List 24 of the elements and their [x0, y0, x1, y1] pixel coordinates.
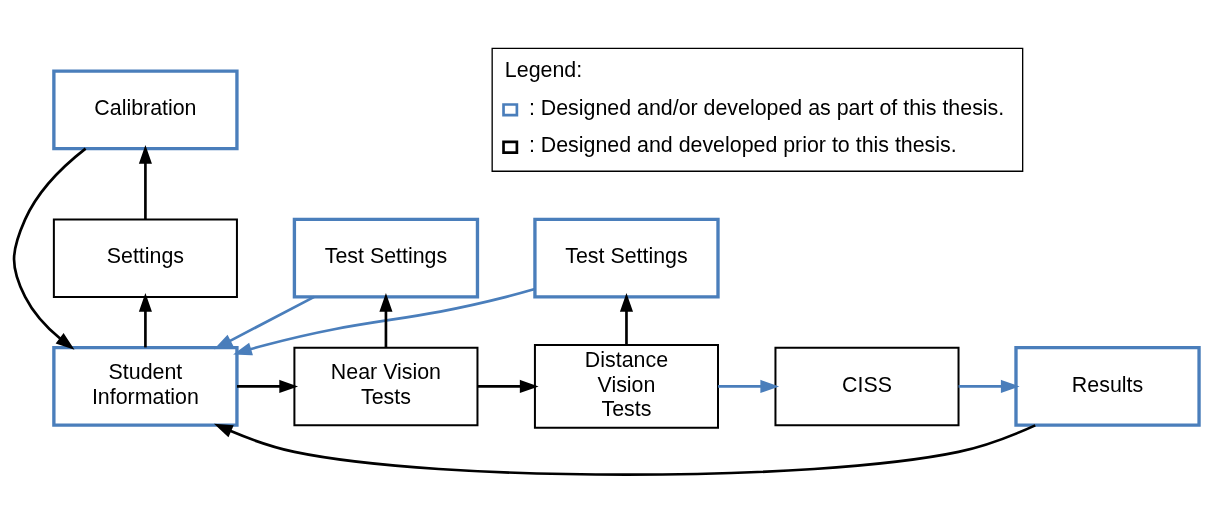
arrow	[958, 379, 1020, 393]
node-box: Settings	[52, 217, 238, 298]
arrow	[138, 144, 152, 219]
node-box: Student Information	[52, 345, 239, 427]
legend-label: : Designed and developed prior to this thesis.	[528, 132, 957, 157]
node-box: Distance Vision Tests	[533, 343, 719, 429]
node-box: Results	[1014, 345, 1201, 427]
arrow	[237, 379, 299, 393]
node-box: Near Vision Tests	[293, 346, 479, 426]
arrow	[138, 292, 152, 347]
arrow	[214, 295, 315, 349]
arrow	[718, 379, 780, 393]
arrow	[619, 292, 634, 345]
node-box: CISS	[774, 346, 960, 426]
arrow	[213, 423, 1036, 476]
arrow	[477, 379, 539, 393]
arrow	[12, 147, 87, 350]
node-box: Calibration	[52, 68, 239, 150]
arrow	[233, 287, 536, 355]
node-box: Test Settings	[292, 217, 480, 299]
node-box: Test Settings	[533, 217, 720, 299]
arrow	[379, 292, 393, 347]
legend-label: : Designed and/or developed as part of this thesis.	[528, 95, 1005, 120]
label: Legend:	[504, 57, 583, 82]
